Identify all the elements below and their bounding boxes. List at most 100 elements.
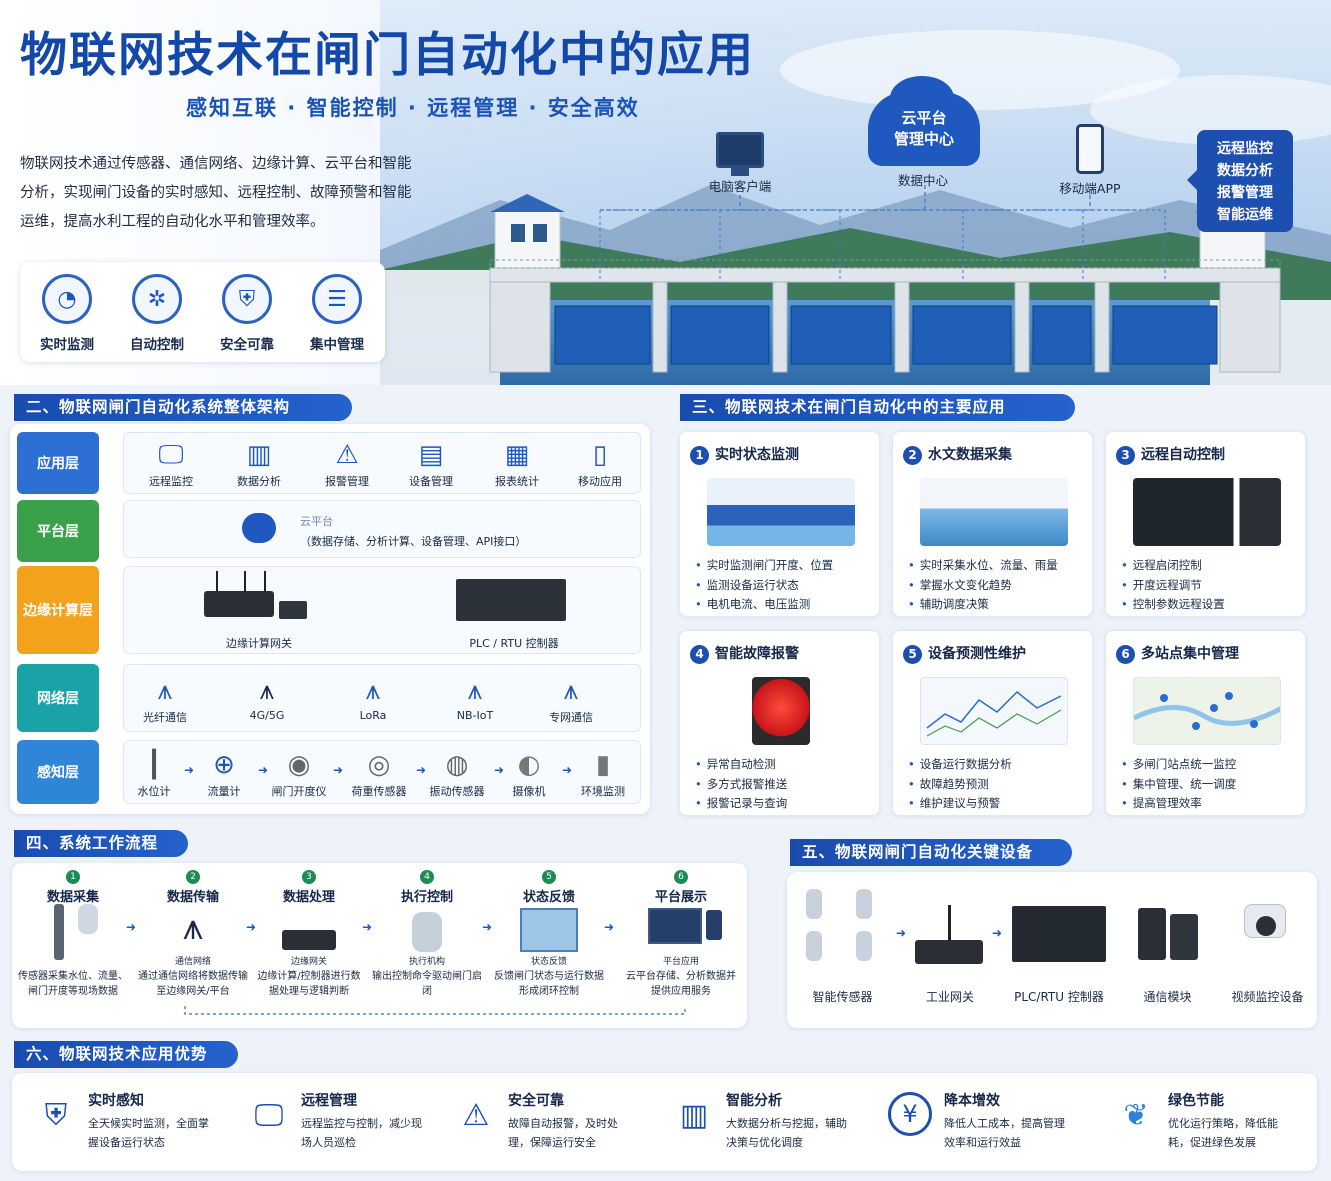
card-title: 水文数据采集 xyxy=(928,447,1012,463)
control-computer-image xyxy=(1133,478,1281,546)
menu-item[interactable]: 远程监控 xyxy=(1217,141,1273,157)
sensor-label: 摄像机 xyxy=(512,785,546,798)
network-label: LoRa xyxy=(359,709,387,722)
cloud-label-line1: 云平台 xyxy=(901,109,947,127)
menu-item[interactable]: 数据分析 xyxy=(1217,163,1273,179)
comm-module-illustration xyxy=(1138,908,1166,960)
alarm-icon: ⚠ xyxy=(462,1098,490,1133)
step-desc: 云平台存储、分析数据并提供应用服务 xyxy=(626,971,736,997)
feature-auto-control: ✲ 自动控制 xyxy=(112,274,202,353)
feature-label: 自动控制 xyxy=(130,337,184,353)
feature-security: ⛨ 安全可靠 xyxy=(202,274,292,353)
data-center-label: 数据中心 xyxy=(897,173,948,188)
water-level-sensor-icon: ┃ xyxy=(146,750,162,780)
card-list-item: 电机电流、电压监测 xyxy=(695,595,833,615)
arrow-right-icon: ➜ xyxy=(482,920,493,934)
page-subtitle: 感知互联 · 智能控制 · 远程管理 · 安全高效 xyxy=(186,96,640,120)
gate-icon xyxy=(516,904,582,964)
antenna-icon: ⩚ xyxy=(365,676,381,706)
card-list-item: 控制参数远程设置 xyxy=(1121,595,1225,615)
network-label: 专网通信 xyxy=(549,711,593,724)
leaf-icon: ❦ xyxy=(1123,1098,1149,1133)
card-list-item: 多闸门站点统一监控 xyxy=(1121,755,1237,775)
antenna-icon: ⩚ xyxy=(182,907,204,948)
intro-text: 物联网技术通过传感器、通信网络、边缘计算、云平台和智能分析，实现闸门设备的实时感… xyxy=(20,156,412,230)
shield-check-icon: ⛨ xyxy=(44,1098,68,1133)
menu-item[interactable]: 报警管理 xyxy=(1217,185,1273,201)
feature-label: 安全可靠 xyxy=(220,337,274,353)
card-list-item: 报警记录与查询 xyxy=(695,794,788,814)
advantage-title: 实时感知 xyxy=(88,1093,144,1109)
alarm-icon: ⚠ xyxy=(335,440,359,470)
card-list-item: 辅助调度决策 xyxy=(908,595,1058,615)
app-data-analysis[interactable]: ▥数据分析 xyxy=(224,437,294,489)
app-label: 移动应用 xyxy=(578,475,622,488)
site-map-image xyxy=(1133,677,1281,745)
menu-item[interactable]: 智能运维 xyxy=(1217,207,1273,223)
plc-controller-icon xyxy=(456,579,566,621)
app-label: 报表统计 xyxy=(495,475,539,488)
step-title: 执行控制 xyxy=(400,890,453,905)
card-list-item: 故障趋势预测 xyxy=(908,775,1012,795)
network-label: NB-IoT xyxy=(456,709,494,722)
connection-lines xyxy=(600,185,1140,211)
feature-box: ◔ 实时监测 ✲ 自动控制 ⛨ 安全可靠 ☰ 集中管理 xyxy=(20,262,385,362)
trend-chart-image xyxy=(920,677,1068,745)
card-list-item: 实时监测闸门开度、位置 xyxy=(695,556,834,576)
sensor-label: 闸门开度仪 xyxy=(271,785,327,798)
layer-network: 网络层 xyxy=(17,664,99,732)
app-alarm-management[interactable]: ⚠报警管理 xyxy=(312,437,382,489)
card-list-item: 开度远程调节 xyxy=(1121,576,1225,596)
step-desc: 传感器采集水位、流量、闸门开度等现场数据 xyxy=(18,971,128,997)
edge-row: 边缘计算网关 PLC / RTU 控制器 xyxy=(123,566,641,654)
step-tag: 通信网络 xyxy=(174,957,211,967)
card-title: 智能故障报警 xyxy=(715,646,799,662)
app-label: 数据分析 xyxy=(237,475,281,488)
step-title: 数据采集 xyxy=(46,890,99,905)
app-report-statistics[interactable]: ▦ 报表统计 xyxy=(482,437,552,489)
net-nbiot: ⩚ NB-IoT xyxy=(440,673,510,722)
sensor-flow: ⊕流量计 xyxy=(189,747,259,799)
smartphone-icon xyxy=(1076,124,1104,174)
card-list-item: 提高管理效率 xyxy=(1121,794,1236,814)
plc-rtu-label: PLC / RTU 控制器 xyxy=(469,637,559,650)
cloud-icon xyxy=(242,513,276,543)
arrow-right-icon: ➜ xyxy=(992,926,1003,940)
comm-module-illustration xyxy=(1170,914,1198,960)
sensor-vibration: ◍振动传感器 xyxy=(422,747,492,799)
app-device-management[interactable]: ▤设备管理 xyxy=(396,437,466,489)
card-number: 5 xyxy=(903,645,922,664)
line-chart-icon: ▦ xyxy=(504,440,530,470)
pc-client: 电脑客户端 xyxy=(700,132,780,195)
card-title: 多站点集中管理 xyxy=(1141,646,1239,662)
card-list-item: 实时采集水位、流量、雨量 xyxy=(908,556,1058,576)
gateway-icon xyxy=(279,601,307,619)
step-number: 5 xyxy=(542,870,556,884)
card-number: 1 xyxy=(690,446,709,465)
card-number: 4 xyxy=(690,645,709,664)
card-list-item: 监测设备运行状态 xyxy=(695,576,833,596)
dam-gate-image xyxy=(707,478,855,546)
advantage-desc: 优化运行策略，降低能耗，促进绿色发展 xyxy=(1168,1117,1278,1149)
monitor-icon: ◔ xyxy=(42,274,92,324)
step-title: 平台展示 xyxy=(654,890,707,905)
actuator-icon xyxy=(394,904,460,964)
antenna-icon: ⩚ xyxy=(467,676,483,706)
shield-icon: ⛨ xyxy=(222,274,272,324)
card-list-item: 集中管理、统一调度 xyxy=(1121,775,1237,795)
advantage-desc: 远程监控与控制，减少现场人员巡检 xyxy=(301,1117,422,1149)
app-mobile[interactable]: ▯移动应用 xyxy=(565,437,635,489)
app-remote-monitor[interactable]: 🖵远程监控 xyxy=(136,437,206,489)
step-desc: 通过通信网络将数据传输至边缘网关/平台 xyxy=(138,971,248,997)
sensor-label: 水位计 xyxy=(137,785,171,798)
step-title: 数据处理 xyxy=(282,890,335,905)
workflow-step-6: 6 平台展示 平台应用 云平台存储、分析数据并提供应用服务 xyxy=(626,870,736,999)
mobile-app-label: 移动端APP xyxy=(1059,181,1121,196)
device-camera-label: 视频监控设备 xyxy=(1231,990,1304,1004)
net-lora: ⩚ LoRa xyxy=(338,673,408,722)
hydrology-image xyxy=(920,478,1068,546)
alarm-light-image xyxy=(752,677,810,745)
mobile-app: 移动端APP xyxy=(1050,124,1130,197)
vibration-sensor-icon: ◍ xyxy=(445,750,469,780)
